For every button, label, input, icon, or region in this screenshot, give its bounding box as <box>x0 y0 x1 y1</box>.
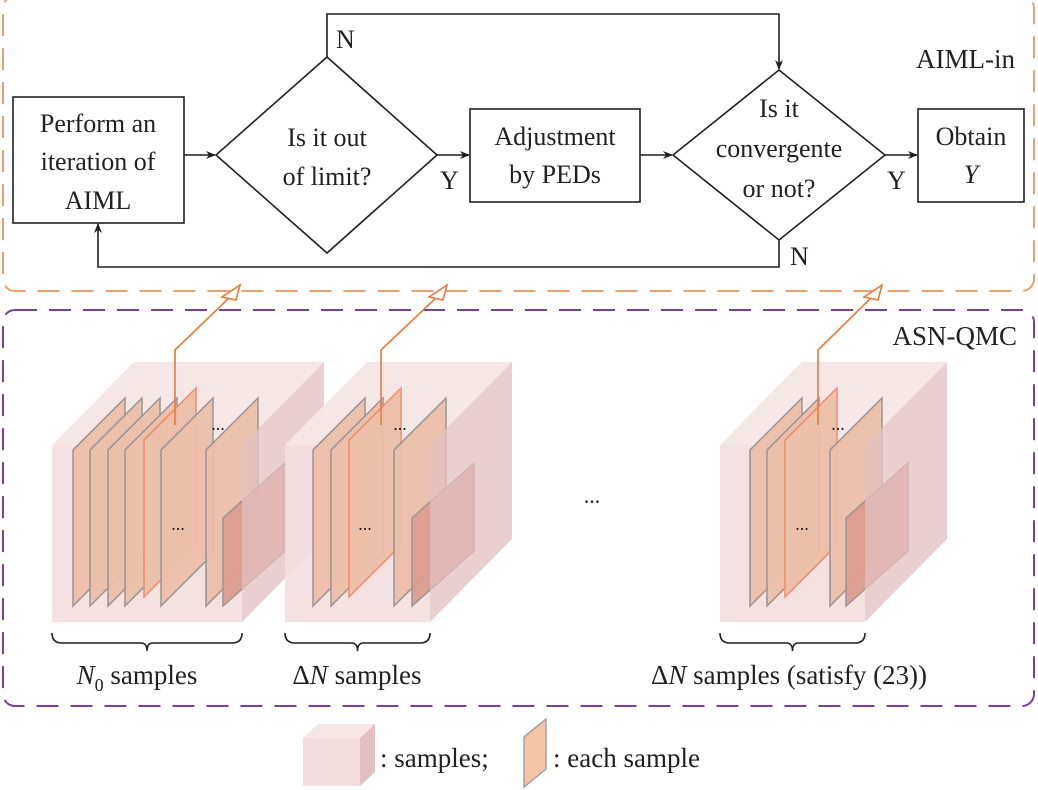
node-obtain-line-1: Obtain <box>936 122 1007 151</box>
edge-conv-no-to-perform <box>94 223 780 268</box>
aiml-in-container <box>2 0 1035 292</box>
edge-limit-no-to-conv <box>326 13 783 70</box>
legend-cube-icon <box>303 724 375 786</box>
group-brace <box>284 632 431 652</box>
decision-conv-line-1: Is it <box>759 94 800 123</box>
asn-qmc-label: ASN-QMC <box>892 321 1017 351</box>
inner-ellipsis: ... <box>211 414 225 434</box>
pointer-arrow-head <box>219 283 242 301</box>
inner-ellipsis: ... <box>831 414 845 434</box>
node-adjust-line-1: Adjustment <box>494 122 616 151</box>
cube-side-face <box>865 362 947 622</box>
n0-text: samples <box>104 660 198 690</box>
asn-qmc-container <box>2 309 1035 707</box>
dn2-symbol: N <box>667 660 688 690</box>
group-brace <box>51 632 243 652</box>
node-obtain-y: Obtain Y <box>917 108 1025 203</box>
aiml-in-label: AIML-in <box>916 44 1015 74</box>
dn2-text: samples (satisfy (23)) <box>686 660 927 690</box>
gap-ellipsis: ... <box>584 483 601 508</box>
cube-side-face <box>430 362 512 622</box>
group-brace <box>719 632 866 652</box>
inner-ellipsis: ... <box>795 514 809 534</box>
n0-symbol: N <box>76 660 97 690</box>
dn2-delta: Δ <box>651 660 668 690</box>
legend: : samples; : each sample <box>303 717 700 789</box>
node-perform-line-3: AIML <box>65 186 131 215</box>
legend-samples-label: : samples; <box>380 743 489 773</box>
svg-text:N0 samples: N0 samples <box>76 660 198 695</box>
node-adjustment-peds: Adjustment by PEDs <box>469 108 641 203</box>
legend-each-sample-label: : each sample <box>553 743 700 773</box>
pointer-arrow-head <box>426 283 449 301</box>
edge-label-limit-no: N <box>336 25 355 54</box>
legend-sheet-icon <box>523 717 547 789</box>
pointer-arrow-head <box>861 283 884 301</box>
decision-limit-line-2: of limit? <box>283 162 372 191</box>
edge-label-limit-yes: Y <box>440 166 459 195</box>
dn1-symbol: N <box>309 660 330 690</box>
sample-cubes: .................. <box>51 283 947 652</box>
inner-ellipsis: ... <box>393 414 407 434</box>
group-label-dn2: ΔN samples (satisfy (23)) <box>651 660 927 690</box>
decision-conv-line-3: or not? <box>743 174 816 203</box>
edge-label-conv-yes: Y <box>887 166 906 195</box>
group-label-dn1: ΔN samples <box>292 660 421 690</box>
dn1-text: samples <box>328 660 422 690</box>
decision-conv-line-2: convergente <box>716 134 843 163</box>
dn1-delta: Δ <box>292 660 309 690</box>
node-perform-line-1: Perform an <box>40 109 156 138</box>
edge-label-conv-no: N <box>790 242 809 271</box>
svg-text:ΔN samples: ΔN samples <box>292 660 421 690</box>
svg-text:ΔN samples (satisfy (23)): ΔN samples (satisfy (23)) <box>651 660 927 690</box>
group-label-n0: N0 samples <box>76 660 198 695</box>
pointer-arrow-line <box>817 296 873 425</box>
decision-limit-line-1: Is it out <box>287 123 367 152</box>
inner-ellipsis: ... <box>171 514 185 534</box>
node-obtain-line-2: Y <box>964 160 981 189</box>
sample-cube-1: ...... <box>51 283 324 652</box>
decision-out-of-limit: Is it out of limit? <box>214 55 439 255</box>
pointer-arrow-line <box>380 296 438 425</box>
sample-cube-3: ...... <box>719 283 947 652</box>
edges <box>94 13 918 268</box>
sample-cube-2: ...... <box>284 283 512 652</box>
inner-ellipsis: ... <box>358 514 372 534</box>
decision-convergent: Is it convergente or not? <box>671 68 887 242</box>
node-adjust-line-2: by PEDs <box>509 160 601 189</box>
pointer-arrow-line <box>174 296 231 425</box>
n0-subscript: 0 <box>95 675 104 695</box>
node-perform-line-2: iteration of <box>41 147 156 176</box>
node-perform-iteration: Perform an iteration of AIML <box>12 96 185 224</box>
